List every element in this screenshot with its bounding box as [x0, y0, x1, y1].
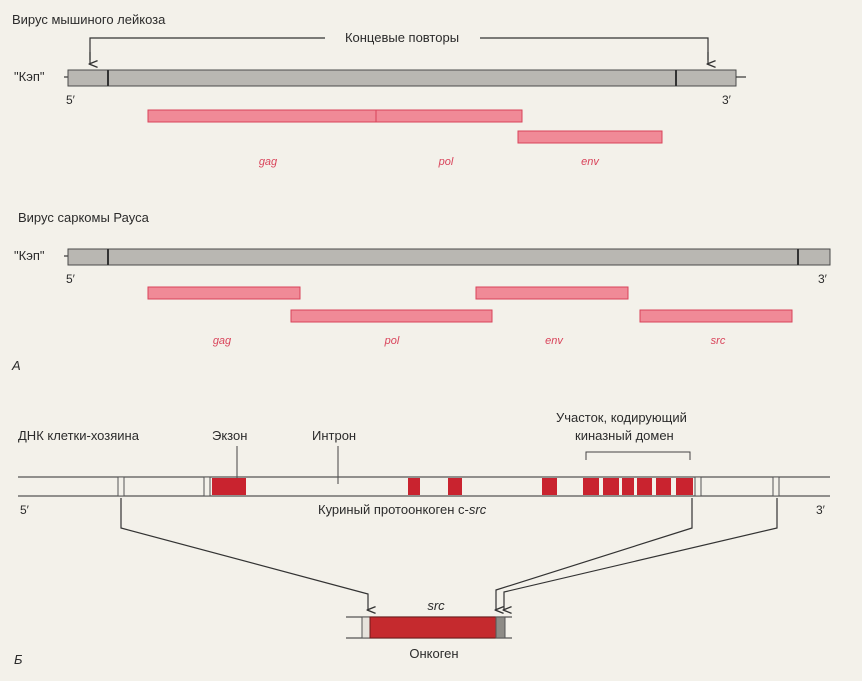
site-tick-exon [203, 476, 211, 497]
ltr-label: Концевые повторы [345, 30, 459, 45]
exon-block [676, 478, 693, 495]
exon-block [542, 478, 557, 495]
mlv-env-label: env [581, 156, 600, 168]
exon-block [637, 478, 652, 495]
site-tick-right [772, 476, 780, 497]
host-dna-label: ДНК клетки-хозяина [18, 428, 140, 443]
exon-block [656, 478, 671, 495]
protooncogene-label: Куриный протоонкоген с-src [318, 502, 487, 517]
recombination-arrow-right [504, 498, 778, 610]
rsv-three-prime: 3′ [818, 272, 828, 286]
exon-label: Экзон [212, 428, 247, 443]
mlv-title: Вирус мышиного лейкоза [12, 12, 166, 27]
mlv-cap-label: "Кэп" [14, 69, 45, 84]
rsv-env-bar [475, 286, 629, 300]
exon-block [603, 478, 619, 495]
rsv-src-bar [639, 309, 793, 323]
rsv-gag-label: gag [213, 335, 232, 347]
exon-block [448, 478, 462, 495]
oncogene-bar [369, 616, 497, 639]
site-tick-left [117, 476, 125, 497]
rsv-genome-section: Вирус саркомы Рауса "Кэп" 5′ 3′ gag pol … [11, 210, 831, 373]
rsv-gag-bar [147, 286, 301, 300]
host-dna-section: Участок, кодирующий киназный домен ДНК к… [14, 410, 830, 667]
exon-block [212, 478, 246, 495]
rsv-env-label: env [545, 335, 564, 347]
rsv-title: Вирус саркомы Рауса [18, 210, 150, 225]
panel-b-letter: Б [14, 652, 23, 667]
mlv-gag-label: gag [259, 156, 278, 168]
host-five-prime: 5′ [20, 503, 30, 517]
mlv-genome-bar [67, 69, 737, 87]
panel-a-letter: А [11, 358, 21, 373]
mlv-env-bar [517, 130, 663, 144]
oncogene-src-label: src [427, 598, 445, 613]
oncogene-vector-right [495, 616, 506, 639]
exon-block [583, 478, 599, 495]
rsv-pol-bar [290, 309, 493, 323]
mlv-five-prime: 5′ [66, 93, 76, 107]
oncogene-vector-left [361, 616, 371, 639]
recombination-arrow-left [120, 498, 368, 610]
kinase-bracket [585, 451, 691, 460]
mlv-genome-section: Вирус мышиного лейкоза Концевые повторы … [12, 12, 746, 168]
intron-label: Интрон [312, 428, 356, 443]
kinase-label-line2: киназный домен [575, 428, 674, 443]
rsv-src-label: src [711, 335, 726, 347]
oncogene-label: Онкоген [409, 646, 458, 661]
rsv-cap-label: "Кэп" [14, 248, 45, 263]
mlv-pol-label: pol [438, 156, 454, 168]
host-three-prime: 3′ [816, 503, 826, 517]
rsv-five-prime: 5′ [66, 272, 76, 286]
rsv-genome-bar [67, 248, 831, 266]
rsv-pol-label: pol [384, 335, 400, 347]
site-tick-kinase-end [694, 476, 702, 497]
kinase-label-line1: Участок, кодирующий [556, 410, 687, 425]
exon-block [622, 478, 634, 495]
mlv-pol-bar [375, 109, 523, 123]
exon-block [408, 478, 420, 495]
mlv-gag-bar [147, 109, 377, 123]
recombination-arrow-mid [496, 498, 693, 610]
mlv-three-prime: 3′ [722, 93, 732, 107]
